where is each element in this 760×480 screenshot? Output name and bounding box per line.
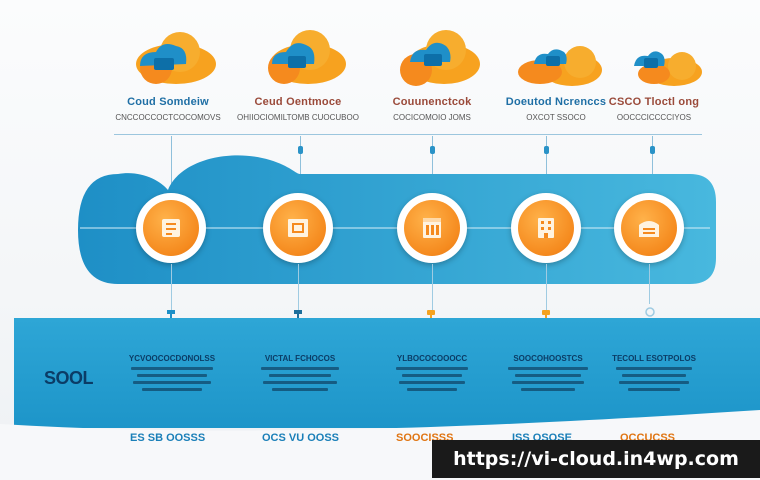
pin-icon bbox=[645, 307, 655, 317]
connector bbox=[652, 136, 653, 192]
column-subtitle: OHIIOCIOMILTOMB CUOCUBOO bbox=[237, 113, 359, 122]
lower-column-heading: SOOCOHOOSTCS bbox=[513, 354, 583, 363]
column-5: CSCO Tloctl ong OOCCCICCCCIYOS bbox=[594, 28, 714, 138]
connector-knot bbox=[298, 146, 303, 154]
connector-knot bbox=[544, 146, 549, 154]
text-line bbox=[521, 388, 575, 391]
column-title: Coud Somdeiw bbox=[127, 96, 209, 108]
step-icon-bg bbox=[270, 200, 326, 256]
cloud-icon bbox=[634, 51, 702, 86]
lower-column-4: SOOCOHOOSTCS bbox=[488, 354, 608, 391]
text-line bbox=[269, 374, 331, 377]
text-line bbox=[616, 367, 692, 370]
column-title: Doeutod Ncrenccs bbox=[505, 96, 607, 108]
cloud-icon bbox=[400, 30, 480, 86]
text-line bbox=[508, 367, 588, 370]
lower-column-1: YCVOOCOCDONOLSS bbox=[112, 354, 232, 391]
connector bbox=[432, 264, 433, 310]
connector bbox=[300, 136, 301, 192]
column-2: Ceud Oentmoce OHIIOCIOMILTOMB CUOCUBOO bbox=[237, 28, 359, 138]
lower-column-heading: YCVOOCOCDONOLSS bbox=[128, 354, 216, 363]
cloud-icon bbox=[518, 46, 602, 86]
footer-label-1: ES SB OOSSS bbox=[130, 432, 206, 444]
column-1: Coud Somdeiw CNCCOCCOCTCOCOMOVS bbox=[108, 28, 228, 138]
pin-icon bbox=[167, 310, 175, 320]
lower-column-3: YLBOCOCOOOCC bbox=[372, 354, 492, 391]
step-icon-bg bbox=[404, 200, 460, 256]
step-circle-2 bbox=[263, 193, 333, 263]
archive-icon bbox=[639, 221, 659, 237]
connector bbox=[298, 264, 299, 310]
lower-column-heading: YLBOCOCOOOCC bbox=[396, 354, 468, 363]
connector bbox=[171, 264, 172, 310]
cloud-icon bbox=[136, 32, 216, 84]
watermark-url: https://vi-cloud.in4wp.com bbox=[432, 440, 760, 478]
box-icon bbox=[288, 219, 308, 237]
lower-column-5: TECOLL ESOTPOLOS bbox=[594, 354, 714, 391]
connector bbox=[546, 136, 547, 192]
step-circle-4 bbox=[511, 193, 581, 263]
text-line bbox=[622, 374, 686, 377]
text-line bbox=[142, 388, 202, 391]
text-line bbox=[263, 381, 337, 384]
step-circle-1 bbox=[136, 193, 206, 263]
column-subtitle: CNCCOCCOCTCOCOMOVS bbox=[115, 113, 221, 122]
connector-knot bbox=[430, 146, 435, 154]
pin-icon bbox=[542, 310, 550, 320]
text-line bbox=[131, 367, 213, 370]
lower-band bbox=[14, 318, 760, 428]
footer-label-2: OCS VU OOSS bbox=[262, 432, 340, 444]
text-line bbox=[261, 367, 339, 370]
text-line bbox=[512, 381, 584, 384]
column-title: CSCO Tloctl ong bbox=[608, 96, 700, 108]
lower-column-heading: VICTAL FCHOCOS bbox=[264, 354, 336, 363]
lower-band-label: SOOL bbox=[44, 368, 94, 388]
connector-knot bbox=[650, 146, 655, 154]
step-icon-bg bbox=[143, 200, 199, 256]
step-icon-bg bbox=[518, 200, 574, 256]
column-3: Couunenctcok COCICOMOIO JOMS bbox=[372, 28, 492, 138]
text-line bbox=[399, 381, 465, 384]
document-icon bbox=[162, 219, 180, 237]
text-line bbox=[396, 367, 468, 370]
lower-column-heading: TECOLL ESOTPOLOS bbox=[612, 354, 696, 363]
text-line bbox=[137, 374, 207, 377]
text-line bbox=[272, 388, 328, 391]
connector bbox=[171, 136, 172, 192]
text-line bbox=[133, 381, 211, 384]
building-icon bbox=[538, 218, 554, 238]
connector bbox=[432, 136, 433, 192]
column-4: Doeutod Ncrenccs OXCOT SSOCO bbox=[496, 28, 616, 138]
step-circle-3 bbox=[397, 193, 467, 263]
column-title: Couunenctcok bbox=[392, 96, 472, 108]
column-subtitle: OOCCCICCCCIYOS bbox=[616, 113, 692, 122]
text-line bbox=[619, 381, 689, 384]
column-subtitle: COCICOMOIO JOMS bbox=[393, 113, 471, 122]
pin-icon bbox=[427, 310, 435, 320]
calendar-icon bbox=[423, 218, 441, 238]
text-line bbox=[628, 388, 680, 391]
text-line bbox=[515, 374, 581, 377]
step-icon-bg bbox=[621, 200, 677, 256]
column-title: Ceud Oentmoce bbox=[254, 96, 342, 108]
connector bbox=[546, 264, 547, 310]
text-line bbox=[407, 388, 457, 391]
divider-line bbox=[114, 134, 702, 135]
lower-column-2: VICTAL FCHOCOS bbox=[240, 354, 360, 391]
text-line bbox=[402, 374, 462, 377]
cloud-icon bbox=[268, 30, 346, 84]
step-circle-5 bbox=[614, 193, 684, 263]
pin-icon bbox=[294, 310, 302, 320]
connector bbox=[649, 264, 650, 304]
column-subtitle: OXCOT SSOCO bbox=[526, 113, 586, 122]
